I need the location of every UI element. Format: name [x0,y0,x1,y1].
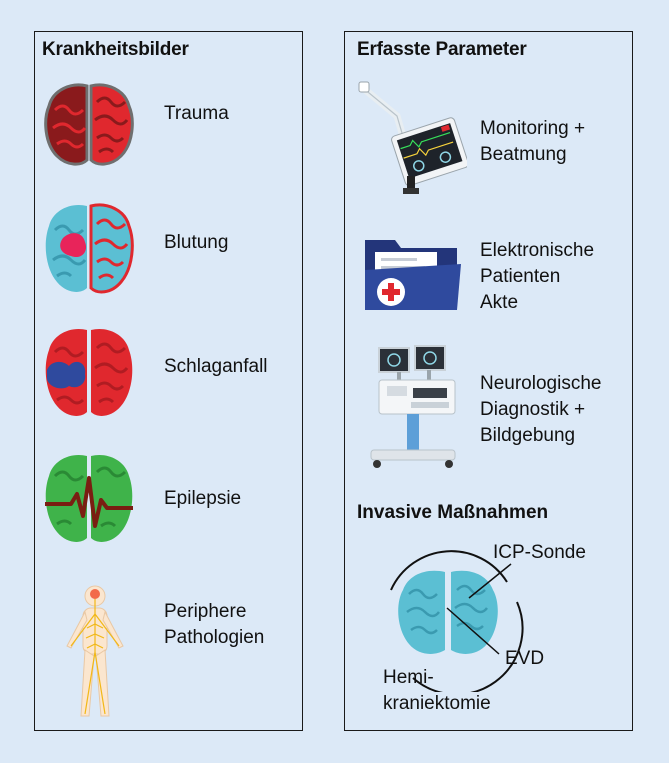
item-label-blutung: Blutung [164,232,229,253]
evd-label: EVD [505,648,545,669]
invasive-brain-diagram [390,550,524,692]
patient-monitor-icon [358,81,467,194]
erfasste-parameter-panel: Erfasste Parameter Monitoring + Beatmung… [344,31,633,731]
item-label-akte-line3: Akte [480,292,519,313]
brain-trauma-icon [44,83,134,166]
item-label-epilepsie: Epilepsie [164,488,242,509]
panel-title: Krankheitsbilder [42,39,189,60]
item-label-neuro-line3: Bildgebung [480,425,576,446]
item-label-akte-line1: Elektronische [480,240,595,261]
hemi-label-line1: Hemi- [383,667,434,688]
brain-stroke-icon [45,328,133,416]
diagnostic-cart-icon [370,345,456,468]
brain-epilepsy-icon [45,454,133,542]
item-label-akte-line2: Patienten [480,266,561,287]
item-label-monitoring-line2: Beatmung [480,144,567,165]
krankheitsbilder-panel: Krankheitsbilder Trauma Blutung Schlagan… [34,31,303,731]
hemi-label-line2: kraniektomie [383,693,491,714]
item-label-periphere-line1: Periphere [164,601,247,622]
panel-title: Erfasste Parameter [357,39,527,60]
icp-sonde-label: ICP-Sonde [493,542,586,563]
item-label-schlaganfall: Schlaganfall [164,356,268,377]
item-label-neuro-line2: Diagnostik + [480,399,586,420]
item-label-monitoring-line1: Monitoring + [480,118,586,139]
item-label-trauma: Trauma [164,103,229,124]
brain-bleeding-icon [45,203,134,294]
medical-folder-icon [365,240,461,310]
invasive-title: Invasive Maßnahmen [357,502,549,523]
nervous-system-icon [66,585,124,717]
item-label-neuro-line1: Neurologische [480,373,602,394]
item-label-periphere-line2: Pathologien [164,627,265,648]
